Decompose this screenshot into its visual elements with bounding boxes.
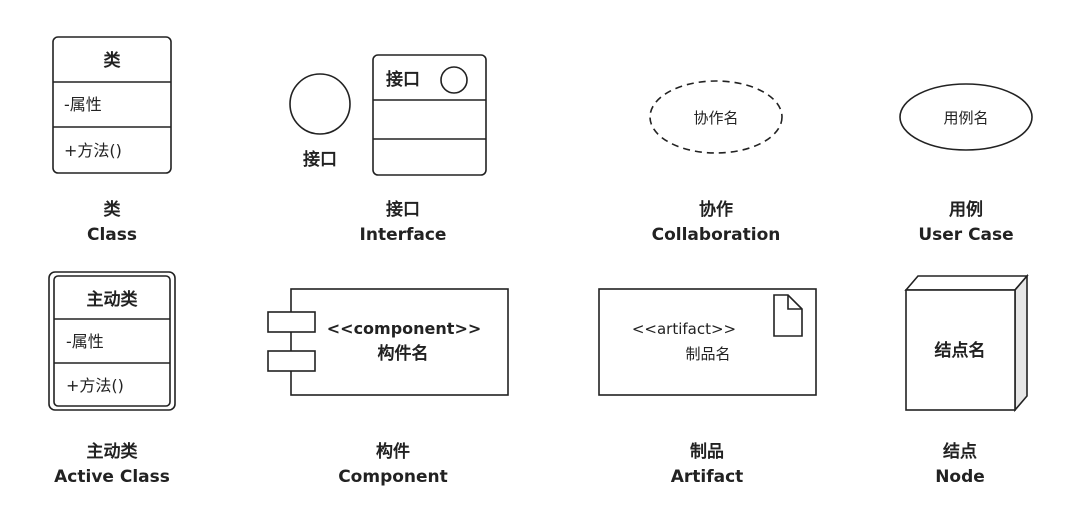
use-case-caption-en: User Case — [918, 225, 1013, 245]
artifact-symbol: <<artifact>> 制品名 — [598, 288, 817, 396]
artifact-caption-en: Artifact — [671, 467, 744, 487]
use-case-symbol: 用例名 — [899, 83, 1033, 151]
use-case-label: 用例名 — [943, 109, 988, 127]
active-class-inner-border — [53, 275, 171, 407]
interface-box — [372, 54, 487, 176]
interface-symbol: 接口 接口 — [289, 54, 487, 176]
component-caption-en: Component — [338, 467, 448, 487]
artifact-caption-cn: 制品 — [690, 441, 724, 462]
interface-caption-cn: 接口 — [386, 199, 420, 220]
artifact-box — [598, 288, 817, 396]
interface-circle-icon — [440, 66, 468, 94]
interface-box-title: 接口 — [386, 69, 420, 90]
interface-circle-label: 接口 — [303, 149, 337, 170]
document-icon-fold — [787, 295, 802, 310]
node-symbol: 结点名 — [904, 273, 1029, 413]
node-name: 结点名 — [935, 340, 986, 361]
component-port-tab — [267, 311, 316, 333]
interface-lollipop-circle — [289, 73, 351, 135]
active-class-attribute: -属性 — [66, 332, 104, 351]
node-top-face — [904, 275, 1029, 291]
collaboration-label: 协作名 — [693, 109, 738, 127]
component-caption-cn: 构件 — [376, 441, 410, 462]
component-port-tab — [267, 350, 316, 372]
artifact-stereotype: <<artifact>> — [632, 320, 736, 338]
active-class-method: +方法() — [66, 376, 124, 395]
collaboration-symbol: 协作名 — [649, 80, 783, 154]
active-class-symbol: 主动类 -属性 +方法() — [48, 271, 176, 411]
class-box — [52, 36, 172, 174]
class-caption-cn: 类 — [104, 199, 122, 220]
node-caption-en: Node — [935, 467, 985, 487]
active-class-caption-cn: 主动类 — [87, 441, 139, 462]
class-method: +方法() — [64, 141, 122, 160]
component-box — [290, 288, 509, 396]
component-symbol: <<component>> 构件名 — [267, 288, 509, 396]
use-case-caption-cn: 用例 — [949, 199, 983, 220]
artifact-name: 制品名 — [685, 345, 730, 363]
class-symbol: 类 -属性 +方法() — [52, 36, 172, 174]
class-caption-en: Class — [87, 225, 137, 245]
collaboration-caption-cn: 协作 — [699, 199, 733, 220]
use-case-ellipse — [899, 83, 1033, 151]
collaboration-caption-en: Collaboration — [652, 225, 781, 245]
class-attribute: -属性 — [64, 95, 102, 114]
node-side-face — [1014, 273, 1028, 413]
active-class-caption-en: Active Class — [54, 467, 170, 487]
interface-caption-en: Interface — [360, 225, 447, 245]
node-front-face — [905, 289, 1016, 411]
active-class-outer-border — [48, 271, 176, 411]
component-name: 构件名 — [378, 343, 429, 364]
node-caption-cn: 结点 — [943, 441, 977, 462]
component-stereotype: <<component>> — [327, 319, 482, 338]
class-title: 类 — [104, 50, 122, 71]
collaboration-dashed-ellipse — [649, 80, 783, 154]
active-class-title: 主动类 — [87, 289, 139, 310]
document-icon — [773, 294, 803, 337]
